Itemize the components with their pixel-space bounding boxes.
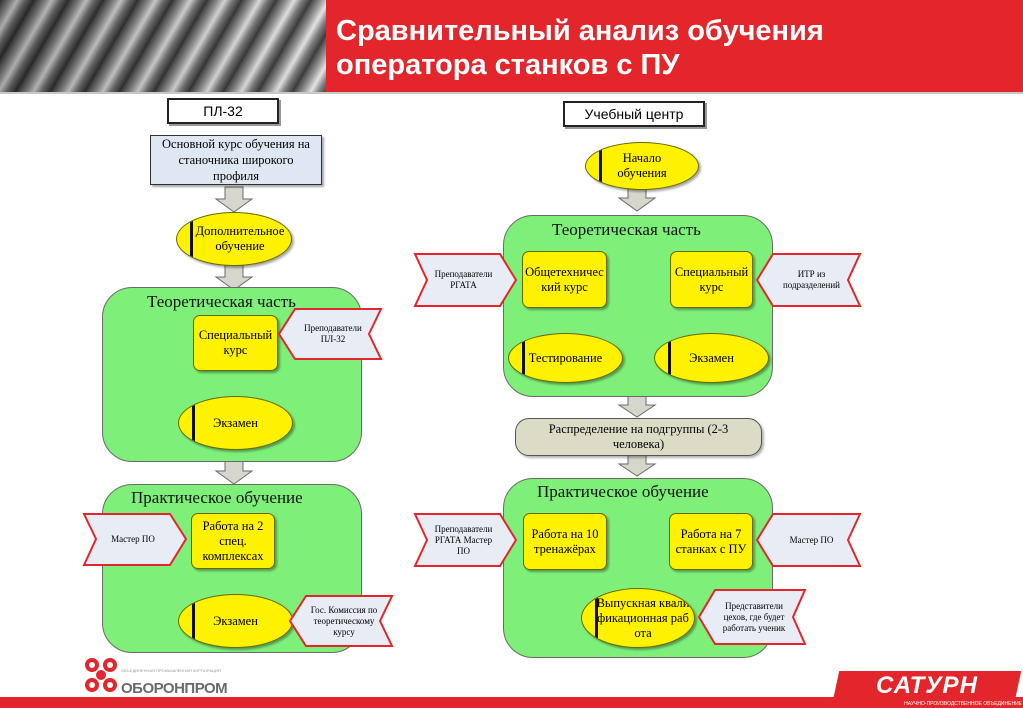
- left-work-box: Работа на 2 спец. комплексах: [191, 513, 275, 569]
- itr-tag: ИТР из подразделений: [755, 252, 862, 308]
- saturn-logo-text: САТУРН: [876, 672, 978, 699]
- header-banner: [326, 0, 1023, 92]
- left-commission-text: Гос. Комиссия по теоретическому курсу: [310, 604, 378, 637]
- simulators-box: Работа на 10 тренажёрах: [523, 513, 607, 570]
- right-master-tag: Мастер ПО: [755, 512, 862, 568]
- base-course-box: Основной курс обучения на станочника шир…: [150, 135, 322, 185]
- right-master-text: Мастер ПО: [789, 534, 834, 545]
- footer-bar: [0, 697, 1023, 708]
- oval-bar: [192, 599, 195, 643]
- right-teachers-master-tag: Преподаватели РГАТА Мастер ПО: [413, 512, 518, 568]
- arrow-distribution-to-practice: [617, 454, 657, 477]
- right-column-label: Учебный центр: [563, 101, 705, 127]
- left-commission-tag: Гос. Комиссия по теоретическому курсу: [288, 594, 394, 648]
- left-teachers-tag: Преподаватели ПЛ-32: [277, 307, 383, 361]
- left-theory-exam-text: Экзамен: [213, 415, 258, 430]
- left-teachers-text: Преподаватели ПЛ-32: [304, 323, 362, 344]
- base-course-text: Основной курс обучения на станочника шир…: [162, 137, 310, 183]
- start-text: Начало обучения: [617, 151, 667, 180]
- distribution-box: Распределение на подгруппы (2-3 человека…: [515, 418, 762, 456]
- right-exam-text: Экзамен: [689, 350, 734, 365]
- arrow-extra-to-theory: [214, 264, 254, 291]
- left-theory-exam-oval: Экзамен: [178, 396, 293, 450]
- extra-training-text: Дополнительное обучение: [195, 224, 285, 253]
- general-course-box: Общетехнический курс: [522, 251, 607, 308]
- left-practice-title: Практическое обучение: [131, 488, 303, 507]
- right-theory-title: Теоретическая часть: [552, 220, 701, 239]
- simulators-text: Работа на 10 тренажёрах: [531, 526, 599, 556]
- saturn-logo: САТУРН: [832, 671, 1022, 701]
- distribution-text: Распределение на подгруппы (2-3 человека…: [548, 422, 729, 451]
- arrow-theory-to-practice: [214, 460, 254, 485]
- oval-bar: [599, 146, 602, 186]
- right-teachers-tag: Преподаватели РГАТА: [413, 252, 518, 308]
- shop-reps-text: Представители цехов, где будет работать …: [722, 600, 786, 633]
- general-course-text: Общетехнический курс: [525, 264, 604, 294]
- left-practice-exam-oval: Экзамен: [178, 594, 293, 648]
- arrow-base-to-extra: [214, 186, 254, 213]
- shop-reps-tag: Представители цехов, где будет работать …: [697, 588, 807, 646]
- itr-text: ИТР из подразделений: [782, 269, 841, 290]
- oboronprom-logo-icon: [85, 658, 117, 692]
- right-special-course-text: Специальный курс: [674, 264, 749, 294]
- oval-bar: [192, 401, 195, 445]
- right-special-course-box: Специальный курс: [670, 251, 753, 308]
- arrow-start-to-theory: [617, 187, 657, 212]
- oval-bar: [190, 217, 193, 261]
- testing-text: Тестирование: [528, 350, 603, 365]
- header-photo: [0, 0, 326, 92]
- right-teachers-master-text: Преподаватели РГАТА Мастер ПО: [434, 523, 493, 556]
- final-work-text: Выпускная квалификационная работа: [596, 595, 690, 640]
- oval-bar: [595, 593, 598, 643]
- machines-box: Работа на 7 станках с ПУ: [669, 513, 753, 570]
- left-work-text: Работа на 2 спец. комплексах: [202, 518, 264, 563]
- title-line-1: Сравнительный анализ обучения: [336, 15, 824, 47]
- left-master-text: Мастер ПО: [111, 534, 155, 544]
- testing-oval: Тестирование: [508, 333, 623, 383]
- left-practice-exam-text: Экзамен: [213, 613, 258, 628]
- start-oval: Начало обучения: [585, 142, 699, 190]
- arrow-theory-to-distribution: [617, 395, 657, 418]
- final-work-oval: Выпускная квалификационная работа: [581, 588, 695, 648]
- title-line-2: оператора станков с ПУ: [336, 49, 680, 81]
- left-special-course-box: Специальный курс: [193, 315, 278, 371]
- extra-training-oval: Дополнительное обучение: [176, 212, 292, 266]
- oboronprom-tagline: ОБЪЕДИНЕННАЯ ПРОМЫШЛЕННАЯ КОРПОРАЦИЯ: [121, 668, 221, 673]
- left-theory-title: Теоретическая часть: [147, 292, 296, 311]
- right-practice-title: Практическое обучение: [537, 482, 709, 501]
- saturn-subtitle: НАУЧНО-ПРОИЗВОДСТВЕННОЕ ОБЪЕДИНЕНИЕ: [904, 701, 1022, 707]
- left-master-tag: Мастер ПО: [82, 512, 188, 567]
- page-title: Сравнительный анализ обучения оператора …: [336, 14, 824, 82]
- oboronprom-name: ОБОРОНПРОМ: [121, 680, 228, 697]
- left-special-course-text: Специальный курс: [198, 328, 273, 357]
- header-divider: [0, 92, 1023, 94]
- right-exam-oval: Экзамен: [654, 333, 769, 383]
- left-column-label: ПЛ-32: [167, 98, 279, 124]
- right-teachers-text: Преподаватели РГАТА: [434, 269, 493, 290]
- machines-text: Работа на 7 станках с ПУ: [675, 526, 747, 556]
- oval-bar: [522, 337, 525, 379]
- oval-bar: [668, 337, 671, 379]
